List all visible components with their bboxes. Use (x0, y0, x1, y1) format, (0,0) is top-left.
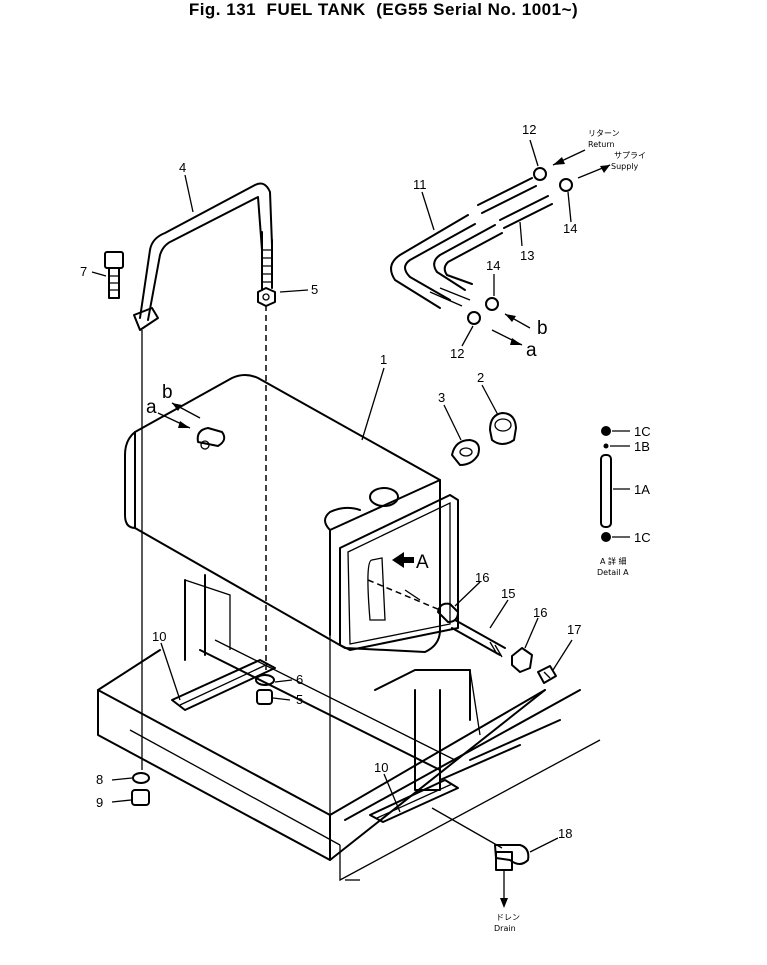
return-arrow (552, 149, 586, 166)
union-16-right (511, 647, 533, 673)
nut-5-top (257, 287, 276, 307)
callout-8: 8 (96, 772, 103, 787)
hose-11 (390, 214, 503, 309)
detail-a-caption-jp: A 詳 細 (600, 556, 627, 566)
callout-1: 1 (380, 352, 387, 367)
clip-12-upper (533, 167, 547, 181)
callout-3: 3 (438, 390, 445, 405)
callout-12-lower: 12 (450, 346, 464, 361)
tank-hose-fitting (196, 427, 226, 450)
callout-12-upper: 12 (522, 122, 536, 137)
return-label-en: Return (588, 140, 615, 149)
elbow-17 (537, 665, 557, 684)
detail-part-1A: 1A (634, 482, 650, 497)
connector-a-hose: a (526, 340, 537, 361)
callout-16-right: 16 (533, 605, 547, 620)
drain-label-en: Drain (494, 924, 516, 933)
return-label-jp: リターン (588, 129, 620, 138)
detail-a-gauge (600, 426, 630, 542)
arrow-a-tank (157, 412, 191, 429)
clip-14-upper (559, 178, 573, 192)
callout-9: 9 (96, 795, 103, 810)
bolt-7 (104, 251, 124, 299)
drain-cock-18 (431, 807, 530, 908)
arrow-b-tank (171, 402, 201, 419)
detail-part-1C-bottom: 1C (634, 530, 651, 545)
detail-part-1B: 1B (634, 439, 650, 454)
arrow-detail-a (392, 552, 414, 568)
filler-cap (489, 412, 517, 445)
detail-a-marker: A (416, 552, 429, 573)
connector-b-tank: b (162, 382, 173, 403)
tank-band (133, 182, 273, 331)
figure-title: Fig. 131 FUEL TANK (EG55 Serial No. 1001… (188, 0, 579, 19)
connector-b-hose: b (537, 318, 548, 339)
callout-6: 6 (296, 672, 303, 687)
arrow-b-hose (504, 313, 531, 329)
tank-bracket-rear (369, 779, 459, 823)
callout-7: 7 (80, 264, 87, 279)
detail-a-caption-en: Detail A (597, 568, 629, 577)
drain-label-jp: ドレン (496, 913, 520, 922)
callout-17: 17 (567, 622, 581, 637)
tank-bracket-front (171, 659, 276, 711)
washer-6 (255, 674, 275, 686)
assembly-guide-lines (141, 305, 441, 830)
callout-10-rear: 10 (374, 760, 388, 775)
connector-a-tank: a (146, 397, 157, 418)
detail-a-labels: 1C 1B 1A 1C A 詳 細 Detail A (597, 424, 651, 577)
bushing-16-left (437, 602, 459, 623)
callout-10-front: 10 (152, 629, 166, 644)
callout-5-bottom: 5 (296, 692, 303, 707)
callout-15: 15 (501, 586, 515, 601)
callout-2: 2 (477, 370, 484, 385)
callout-5-top: 5 (311, 282, 318, 297)
callout-16-left: 16 (475, 570, 489, 585)
nut-5-bottom (256, 689, 273, 705)
flow-labels: リターン Return サプライ Supply ドレン Drain (494, 129, 646, 933)
connector-letters: b a a b A (146, 318, 548, 573)
filler-strainer (451, 439, 480, 466)
callout-4: 4 (179, 160, 186, 175)
washer-8 (132, 772, 150, 784)
callout-11: 11 (413, 177, 427, 192)
arrow-a-hose (491, 329, 523, 346)
supply-arrow (577, 164, 611, 179)
supply-label-en: Supply (611, 162, 639, 171)
supply-label-jp: サプライ (614, 151, 646, 160)
callout-18: 18 (558, 826, 572, 841)
callout-13: 13 (520, 248, 534, 263)
callout-14-upper: 14 (563, 221, 577, 236)
leader-lines (91, 139, 573, 853)
nut-9 (131, 789, 150, 806)
callout-labels: 1 2 3 4 5 5 6 7 8 9 10 10 11 12 12 13 14… (80, 122, 581, 841)
callout-14-lower: 14 (486, 258, 500, 273)
detail-part-1C-top: 1C (634, 424, 651, 439)
clip-12-lower (467, 311, 481, 325)
hose-13 (477, 177, 553, 229)
pipe-15 (451, 619, 506, 658)
clip-14-lower (485, 297, 499, 311)
fuel-tank (124, 374, 459, 653)
